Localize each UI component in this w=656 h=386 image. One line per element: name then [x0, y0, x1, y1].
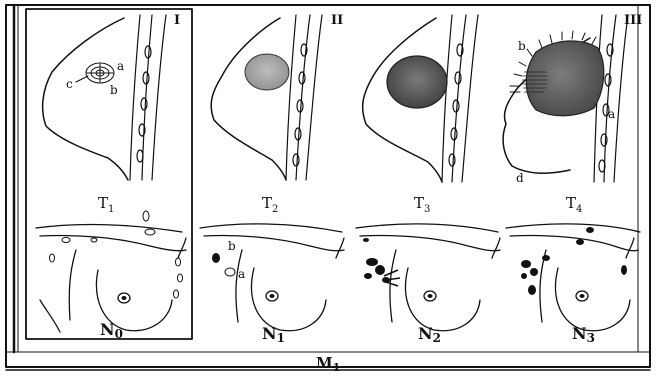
stage-one-box	[26, 9, 192, 339]
m1-label: M1	[316, 354, 340, 374]
t4-label: T4	[566, 194, 582, 215]
roman-label-ii: II	[331, 13, 343, 28]
t2-label: T2	[262, 194, 278, 215]
n3-lymph-nodes	[521, 227, 627, 295]
n0-panel: N0	[36, 211, 186, 341]
t3-panel	[363, 15, 478, 182]
t1-annotation-c: c	[66, 77, 73, 91]
t4-panel: b a d	[503, 15, 628, 185]
t1-annotation-a: a	[117, 59, 124, 73]
roman-label-i: I	[174, 13, 180, 28]
n0-label: N0	[100, 320, 123, 341]
t1-annotation-b: b	[110, 83, 118, 97]
chest-wall-t2	[286, 15, 322, 180]
tumor-stage-labels: T1 T2 T3 T4	[98, 194, 582, 215]
n2-panel: N2	[356, 224, 500, 345]
t4-annotation-a: a	[608, 107, 615, 121]
t2-panel	[211, 15, 322, 180]
t1-label: T1	[98, 194, 114, 215]
t4-tumor	[526, 41, 604, 116]
n1-annotation-a: a	[238, 267, 245, 281]
n1-label: N1	[262, 324, 285, 345]
t4-annotation-b: b	[518, 39, 526, 53]
n2-lymph-nodes	[363, 238, 400, 286]
t3-label: T3	[414, 194, 430, 215]
n2-label: N2	[418, 324, 441, 345]
t4-annotation-d: d	[516, 171, 524, 185]
t1-tumor	[86, 63, 114, 83]
n1-lymph-nodes	[212, 253, 235, 276]
chest-wall-t1	[130, 15, 166, 180]
chest-wall-t3	[442, 15, 478, 182]
n3-panel: N3	[506, 224, 640, 345]
n1-panel: b a N1	[200, 224, 344, 345]
n3-label: N3	[572, 324, 595, 345]
n1-annotation-b: b	[228, 239, 236, 253]
t3-tumor	[387, 56, 447, 108]
t1-panel: a b c	[43, 15, 166, 180]
t2-tumor	[245, 54, 289, 90]
